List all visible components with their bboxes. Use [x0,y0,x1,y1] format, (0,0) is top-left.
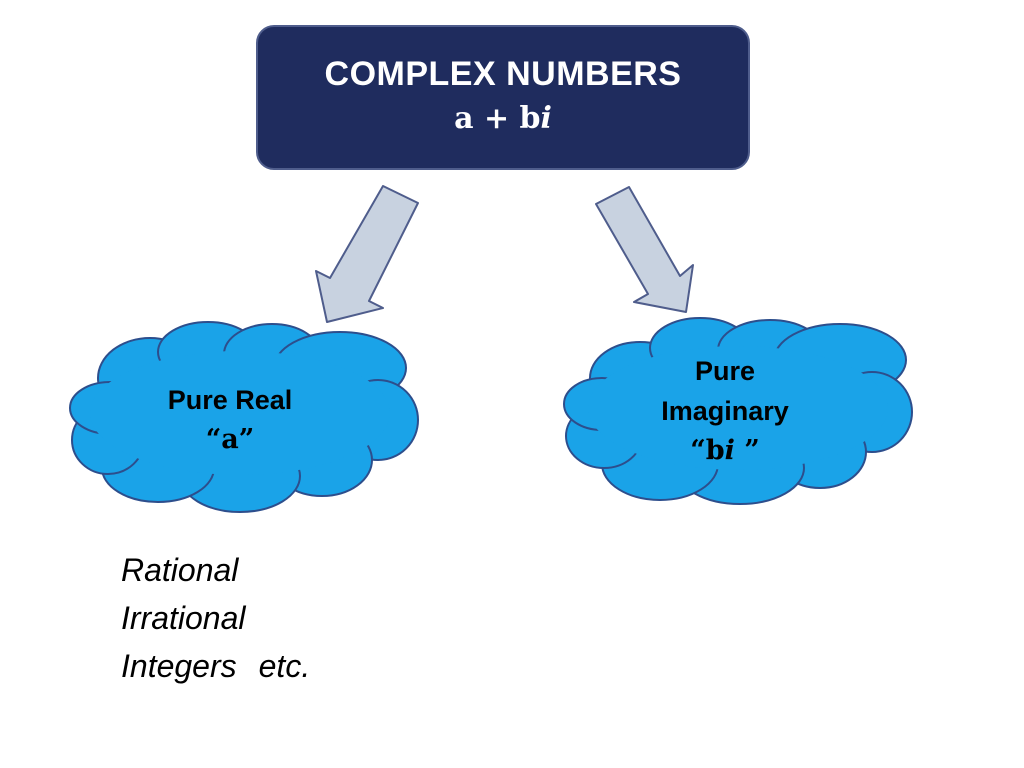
pure-imaginary-formula-close: ” [734,435,760,466]
example-integers-row: Integers etc. [121,642,310,690]
title-formula-imaginary-unit: i [540,101,552,136]
pure-imaginary-cloud [563,317,913,505]
pure-imaginary-title-line2: Imaginary [661,396,789,426]
pure-imaginary-title-line1: Pure [694,356,756,386]
pure-imaginary-formula-unit: i [724,435,735,466]
pure-imaginary-formula-open: “b [690,435,725,466]
real-number-examples: Rational Irrational Integers etc. [121,546,310,690]
example-rational: Rational [121,552,239,588]
pure-real-title: Pure Real [167,385,293,415]
pure-real-cloud [69,321,419,513]
title-heading: COMPLEX NUMBERS [324,55,682,93]
example-irrational: Irrational [121,600,246,636]
pure-real-label: Pure Real “a” [140,380,320,460]
arrow-to-imaginary [595,186,694,313]
title-formula: a + bi [258,101,748,136]
pure-imaginary-formula: “bi ” [620,431,830,471]
example-integers: Integers [121,648,237,684]
example-etc: etc. [258,648,311,684]
pure-imaginary-label: Pure Imaginary “bi ” [620,351,830,471]
title-formula-prefix: a + b [454,101,541,136]
arrow-to-real [315,185,419,323]
pure-real-formula: “a” [205,424,255,455]
complex-numbers-title-box: COMPLEX NUMBERS a + bi [256,25,750,170]
